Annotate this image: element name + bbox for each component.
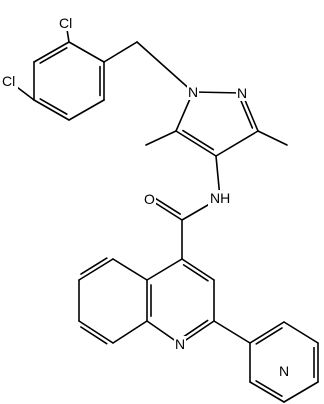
bond — [68, 41, 105, 63]
bond — [181, 258, 215, 281]
bond — [80, 257, 108, 275]
atom-n-quinoline-text: N — [175, 336, 185, 352]
bond — [175, 130, 217, 157]
bond — [182, 264, 209, 282]
bond — [78, 258, 114, 281]
bond — [283, 381, 319, 403]
bond — [257, 130, 288, 146]
bond — [213, 320, 251, 344]
atom-cl-upper: Cl — [57, 15, 75, 31]
bond — [239, 98, 254, 129]
atom-n-pyrazole-2-text: N — [237, 85, 247, 101]
atom-cl-lower: Cl — [0, 73, 18, 89]
atom-o-carbonyl-text: O — [144, 191, 155, 207]
atom-n-pyrazole-1: N — [187, 84, 199, 100]
atom-cl-upper-text: Cl — [59, 15, 72, 31]
bond — [112, 320, 148, 344]
bond — [154, 197, 181, 215]
bond — [33, 99, 70, 121]
bond — [145, 130, 177, 146]
bond-layer — [8, 22, 319, 403]
bond — [112, 258, 148, 281]
bond — [215, 130, 259, 157]
bond — [80, 326, 108, 345]
bond — [181, 319, 209, 339]
bond — [103, 41, 138, 63]
bond — [39, 47, 68, 64]
bond — [283, 321, 319, 344]
atom-n-quinoline: N — [174, 336, 186, 352]
bond — [33, 41, 70, 63]
bond — [192, 91, 243, 94]
bond — [255, 327, 283, 345]
atom-n-amide-text: NH — [210, 190, 230, 206]
bond — [136, 41, 194, 93]
bond — [249, 381, 285, 403]
atom-n-pyrazole-1-text: N — [188, 84, 198, 100]
atom-n-pyridine: N — [278, 363, 290, 379]
atom-n-pyridine-text: N — [279, 363, 289, 379]
atom-label-layer: Cl Cl N N NH O N N — [0, 15, 290, 379]
atom-n-amide: NH — [208, 190, 232, 206]
bond — [39, 98, 68, 115]
bond — [249, 321, 285, 344]
bond — [255, 380, 283, 397]
atom-n-pyrazole-2: N — [236, 85, 248, 101]
bond — [146, 258, 183, 281]
atom-o-carbonyl: O — [143, 191, 156, 207]
bond — [78, 320, 114, 344]
atom-cl-lower-text: Cl — [2, 73, 15, 89]
bond — [68, 99, 105, 121]
bond — [182, 129, 215, 151]
